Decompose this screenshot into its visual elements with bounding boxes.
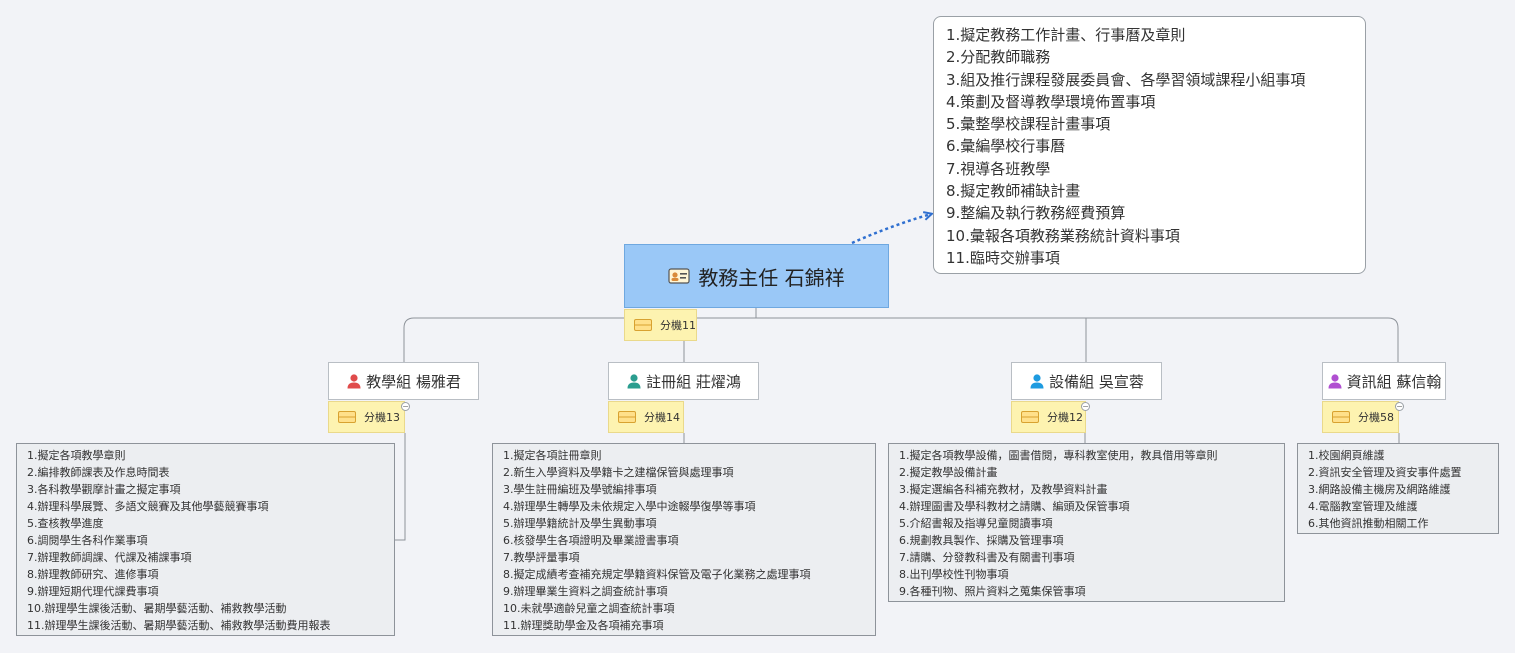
group-title: 設備組 吳宣蓉	[1049, 372, 1144, 391]
duty-item: 4.電腦教室管理及維護	[1308, 500, 1418, 513]
duty-item: 4.策劃及督導教學環境佈置事項	[946, 92, 1156, 111]
group-title: 註冊組 莊燿鴻	[646, 372, 741, 391]
duty-item: 2.分配教師職務	[946, 48, 1051, 67]
memo-icon	[338, 411, 356, 423]
group-extension-note[interactable]: 分機12	[1011, 401, 1086, 433]
memo-icon	[1021, 411, 1039, 423]
duty-item: 1.校園網頁維護	[1308, 449, 1385, 462]
duty-item: 6.核發學生各項證明及畢業證書事項	[503, 534, 679, 547]
duty-item: 9.各種刊物、照片資料之蒐集保管事項	[899, 585, 1086, 598]
duty-item: 4.辦理圖書及學科教材之請購、編頭及保管事項	[899, 500, 1130, 513]
group-title: 資訊組 蘇信翰	[1346, 372, 1442, 391]
extension-label: 分機13	[364, 411, 400, 424]
main-duties-list[interactable]: 1.擬定教務工作計畫、行事曆及章則 2.分配教師職務 3.組及推行課程發展委員會…	[933, 16, 1366, 274]
root-topic[interactable]: 教務主任 石錦祥	[624, 244, 889, 308]
memo-icon	[634, 319, 652, 331]
duty-item: 8.出刊學校性刊物事項	[899, 568, 1009, 581]
group-duties-list[interactable]: 1.擬定各項註冊章則 2.新生入學資料及學籍卡之建檔保管與處理事項 3.學生註冊…	[492, 443, 876, 636]
duty-item: 3.學生註冊編班及學號編排事項	[503, 483, 657, 496]
duty-item: 10.辦理學生課後活動、暑期學藝活動、補救教學活動	[27, 602, 287, 615]
duty-item: 8.辦理教師研究、進修事項	[27, 568, 159, 581]
collapse-toggle[interactable]: −	[1081, 402, 1090, 411]
duty-item: 2.擬定教學設備計畫	[899, 466, 998, 479]
duty-item: 6.調閱學生各科作業事項	[27, 534, 148, 547]
root-to-duties-link	[851, 214, 931, 245]
root-extension-note[interactable]: 分機11	[624, 309, 697, 341]
group-topic-equipment[interactable]: 設備組 吳宣蓉	[1011, 362, 1162, 400]
person-icon	[346, 373, 362, 389]
duty-item: 2.新生入學資料及學籍卡之建檔保管與處理事項	[503, 466, 734, 479]
duty-item: 1.擬定教務工作計畫、行事曆及章則	[946, 26, 1186, 44]
person-icon	[626, 373, 642, 389]
duty-item: 3.網路設備主機房及網路維護	[1308, 483, 1451, 496]
duty-item: 9.整編及執行教務經費預算	[946, 204, 1126, 223]
group-title: 教學組 楊雅君	[366, 372, 461, 391]
root-title: 教務主任 石錦祥	[698, 265, 845, 290]
duty-item: 6.規劃教具製作、採購及管理事項	[899, 534, 1064, 547]
memo-icon	[618, 411, 636, 423]
extension-label: 分機11	[660, 319, 696, 332]
group-duties-list[interactable]: 1.校園網頁維護 2.資訊安全管理及資安事件處置 3.網路設備主機房及網路維護 …	[1297, 443, 1499, 534]
duty-item: 5.辦理學籍統計及學生異動事項	[503, 517, 657, 530]
duty-item: 5.彙整學校課程計畫事項	[946, 115, 1111, 134]
duty-item: 11.臨時交辦事項	[946, 248, 1060, 267]
duty-item: 3.各科教學觀摩計畫之擬定事項	[27, 483, 181, 496]
branch-line	[394, 433, 406, 541]
branch-line	[403, 308, 1399, 362]
collapse-toggle[interactable]: −	[1395, 402, 1404, 411]
duty-item: 7.視導各班教學	[946, 159, 1051, 178]
duty-item: 6.彙編學校行事曆	[946, 137, 1066, 156]
person-icon	[1327, 373, 1343, 389]
duty-item: 3.組及推行課程發展委員會、各學習領域課程小組事項	[946, 70, 1306, 89]
duty-item: 8.擬定教師補缺計畫	[946, 182, 1081, 201]
duty-item: 6.其他資訊推動相關工作	[1308, 517, 1429, 530]
duty-item: 1.擬定各項教學章則	[27, 449, 126, 462]
duty-item: 4.辦理科學展覽、多語文競賽及其他學藝競賽事項	[27, 500, 269, 513]
duty-item: 5.查核教學進度	[27, 517, 104, 530]
group-topic-it[interactable]: 資訊組 蘇信翰	[1322, 362, 1446, 400]
duty-item: 7.請購、分發教科書及有關書刊事項	[899, 551, 1075, 564]
duty-item: 8.擬定成績考查補充規定學籍資料保管及電子化業務之處理事項	[503, 568, 811, 581]
duty-item: 7.辦理教師調課、代課及補課事項	[27, 551, 192, 564]
person-icon	[1029, 373, 1045, 389]
duty-item: 5.介紹書報及指導兒童閱讀事項	[899, 517, 1053, 530]
duty-item: 2.編排教師課表及作息時間表	[27, 466, 170, 479]
group-duties-list[interactable]: 1.擬定各項教學設備，圖書借閱，專科教室使用，教具借用等章則 2.擬定教學設備計…	[888, 443, 1285, 602]
duty-item: 3.擬定選編各科補充教材，及教學資料計畫	[899, 483, 1108, 496]
extension-label: 分機12	[1047, 411, 1083, 424]
duty-item: 2.資訊安全管理及資安事件處置	[1308, 466, 1462, 479]
duty-item: 9.辦理畢業生資料之調查統計事項	[503, 585, 668, 598]
duty-item: 11.辦理學生課後活動、暑期學藝活動、補救教學活動費用報表	[27, 619, 331, 632]
extension-label: 分機58	[1358, 411, 1394, 424]
group-extension-note[interactable]: 分機14	[608, 401, 684, 433]
group-duties-list[interactable]: 1.擬定各項教學章則 2.編排教師課表及作息時間表 3.各科教學觀摩計畫之擬定事…	[16, 443, 395, 636]
duty-item: 9.辦理短期代理代課費事項	[27, 585, 159, 598]
duty-item: 10.彙報各項教務業務統計資料事項	[946, 226, 1180, 245]
memo-icon	[1332, 411, 1350, 423]
duty-item: 7.教學評量事項	[503, 551, 580, 564]
duty-item: 4.辦理學生轉學及未依規定入學中途輟學復學等事項	[503, 500, 756, 513]
duty-item: 1.擬定各項註冊章則	[503, 449, 602, 462]
group-topic-teaching[interactable]: 教學組 楊雅君	[328, 362, 479, 400]
duty-item: 1.擬定各項教學設備，圖書借閱，專科教室使用，教具借用等章則	[899, 449, 1218, 462]
collapse-toggle[interactable]: −	[401, 402, 410, 411]
extension-label: 分機14	[644, 411, 680, 424]
group-extension-note[interactable]: 分機13	[328, 401, 405, 433]
id-card-icon	[668, 268, 690, 284]
group-topic-registration[interactable]: 註冊組 莊燿鴻	[608, 362, 759, 400]
group-extension-note[interactable]: 分機58	[1322, 401, 1399, 433]
duty-item: 10.未就學適齡兒童之調查統計事項	[503, 602, 675, 615]
duty-item: 11.辦理獎助學金及各項補充事項	[503, 619, 664, 632]
